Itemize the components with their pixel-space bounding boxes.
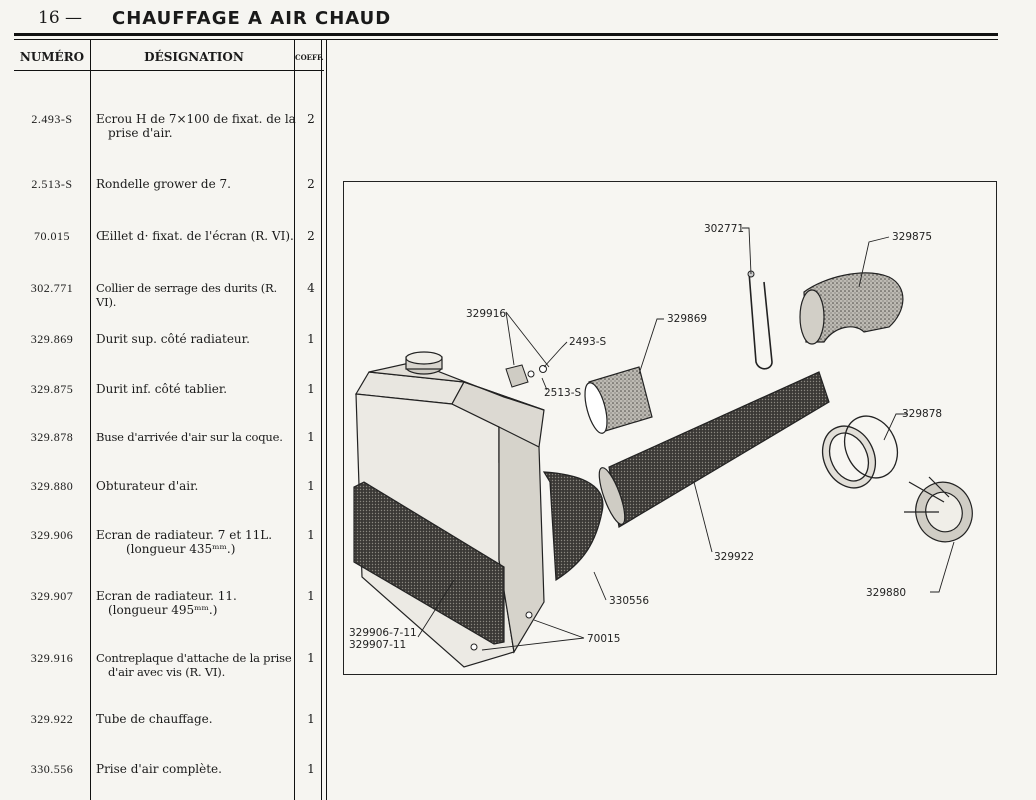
label-329880: 329880 bbox=[866, 587, 906, 599]
part-number: 302.771 bbox=[30, 281, 74, 295]
part-coeff: 1 bbox=[307, 332, 315, 346]
part-number: 329.880 bbox=[30, 479, 74, 493]
label-329916: 329916 bbox=[466, 308, 506, 320]
air-intake bbox=[542, 471, 604, 582]
part-number: 329.907 bbox=[30, 589, 74, 603]
heating-tube bbox=[598, 371, 830, 528]
label-330556: 330556 bbox=[609, 595, 649, 607]
part-coeff: 1 bbox=[307, 382, 315, 396]
part-coeff: 4 bbox=[307, 281, 315, 295]
air-shutter bbox=[904, 476, 973, 543]
page-title: CHAUFFAGE A AIR CHAUD bbox=[112, 8, 392, 29]
part-designation: Œillet d· fixat. de l'écran (R. VI). bbox=[96, 229, 294, 243]
part-number: 329.878 bbox=[30, 430, 74, 444]
part-coeff: 1 bbox=[307, 528, 315, 542]
column-divider-3 bbox=[321, 40, 323, 800]
part-designation: Prise d'air complète. bbox=[96, 762, 222, 776]
part-coeff: 1 bbox=[307, 589, 315, 603]
column-divider-1 bbox=[90, 40, 92, 800]
part-coeff: 2 bbox=[307, 112, 315, 126]
part-designation: Ecran de radiateur. 7 et 11L.(longueur 4… bbox=[96, 528, 273, 556]
column-header-rule bbox=[14, 70, 324, 72]
part-coeff: 1 bbox=[307, 712, 315, 726]
part-designation: Obturateur d'air. bbox=[96, 479, 199, 493]
header-rule-thick bbox=[14, 33, 998, 36]
radiator-screen bbox=[353, 481, 505, 645]
air-nozzle bbox=[821, 415, 899, 489]
part-coeff: 1 bbox=[307, 479, 315, 493]
leader-lines bbox=[417, 227, 955, 651]
part-number: 2.493-S bbox=[31, 112, 73, 126]
label-329875: 329875 bbox=[892, 231, 932, 243]
part-coeff: 2 bbox=[307, 177, 315, 191]
part-number: 329.916 bbox=[30, 651, 74, 665]
part-number: 70.015 bbox=[34, 229, 70, 243]
part-coeff: 1 bbox=[307, 430, 315, 444]
part-coeff: 1 bbox=[307, 762, 315, 776]
label-329922: 329922 bbox=[714, 551, 754, 563]
column-divider-4 bbox=[326, 40, 328, 800]
clamp-plate bbox=[505, 364, 547, 388]
hose-upper bbox=[584, 366, 653, 434]
part-coeff: 1 bbox=[307, 651, 315, 665]
part-number: 329.869 bbox=[30, 332, 74, 346]
label-329907: 329907-11 bbox=[349, 639, 406, 651]
part-designation: Durit inf. côté tablier. bbox=[96, 382, 228, 396]
part-designation: Rondelle grower de 7. bbox=[96, 177, 231, 191]
column-header-coeff: COEFF. bbox=[295, 53, 324, 62]
label-2493: 2493-S bbox=[569, 336, 607, 348]
part-coeff: 2 bbox=[307, 229, 315, 243]
eyelet bbox=[470, 643, 478, 651]
column-header-designation: DÉSIGNATION bbox=[144, 50, 244, 64]
part-number: 329.875 bbox=[30, 382, 74, 396]
part-designation: Buse d'arrivée d'air sur la coque. bbox=[96, 430, 283, 444]
page-number: 16 — bbox=[38, 8, 83, 28]
part-number: 329.922 bbox=[30, 712, 74, 726]
part-designation: Tube de chauffage. bbox=[96, 712, 213, 726]
part-number: 329.906 bbox=[30, 528, 74, 542]
part-number: 330.556 bbox=[30, 762, 74, 776]
column-header-numero: NUMÉRO bbox=[19, 50, 85, 64]
part-number: 2.513-S bbox=[31, 177, 73, 191]
label-329869: 329869 bbox=[667, 313, 707, 325]
column-divider-2 bbox=[294, 40, 296, 800]
exploded-diagram: 302771 329875 329916 2493-S 329869 2513-… bbox=[343, 181, 997, 675]
eyelet bbox=[525, 611, 533, 619]
label-2513: 2513-S bbox=[544, 387, 582, 399]
part-designation: Collier de serrage des durits (R. VI). bbox=[96, 281, 277, 309]
label-329906: 329906-7-11 bbox=[349, 627, 417, 639]
hose-lower bbox=[799, 272, 904, 345]
label-70015: 70015 bbox=[587, 633, 620, 645]
label-302771: 302771 bbox=[704, 223, 744, 235]
header-rule-thin bbox=[14, 39, 998, 41]
hose-clamp bbox=[748, 271, 773, 370]
label-329878: 329878 bbox=[902, 408, 942, 420]
part-designation: Ecran de radiateur. 11.(longueur 495ᵐᵐ.) bbox=[96, 589, 237, 617]
part-designation: Durit sup. côté radiateur. bbox=[96, 332, 250, 346]
